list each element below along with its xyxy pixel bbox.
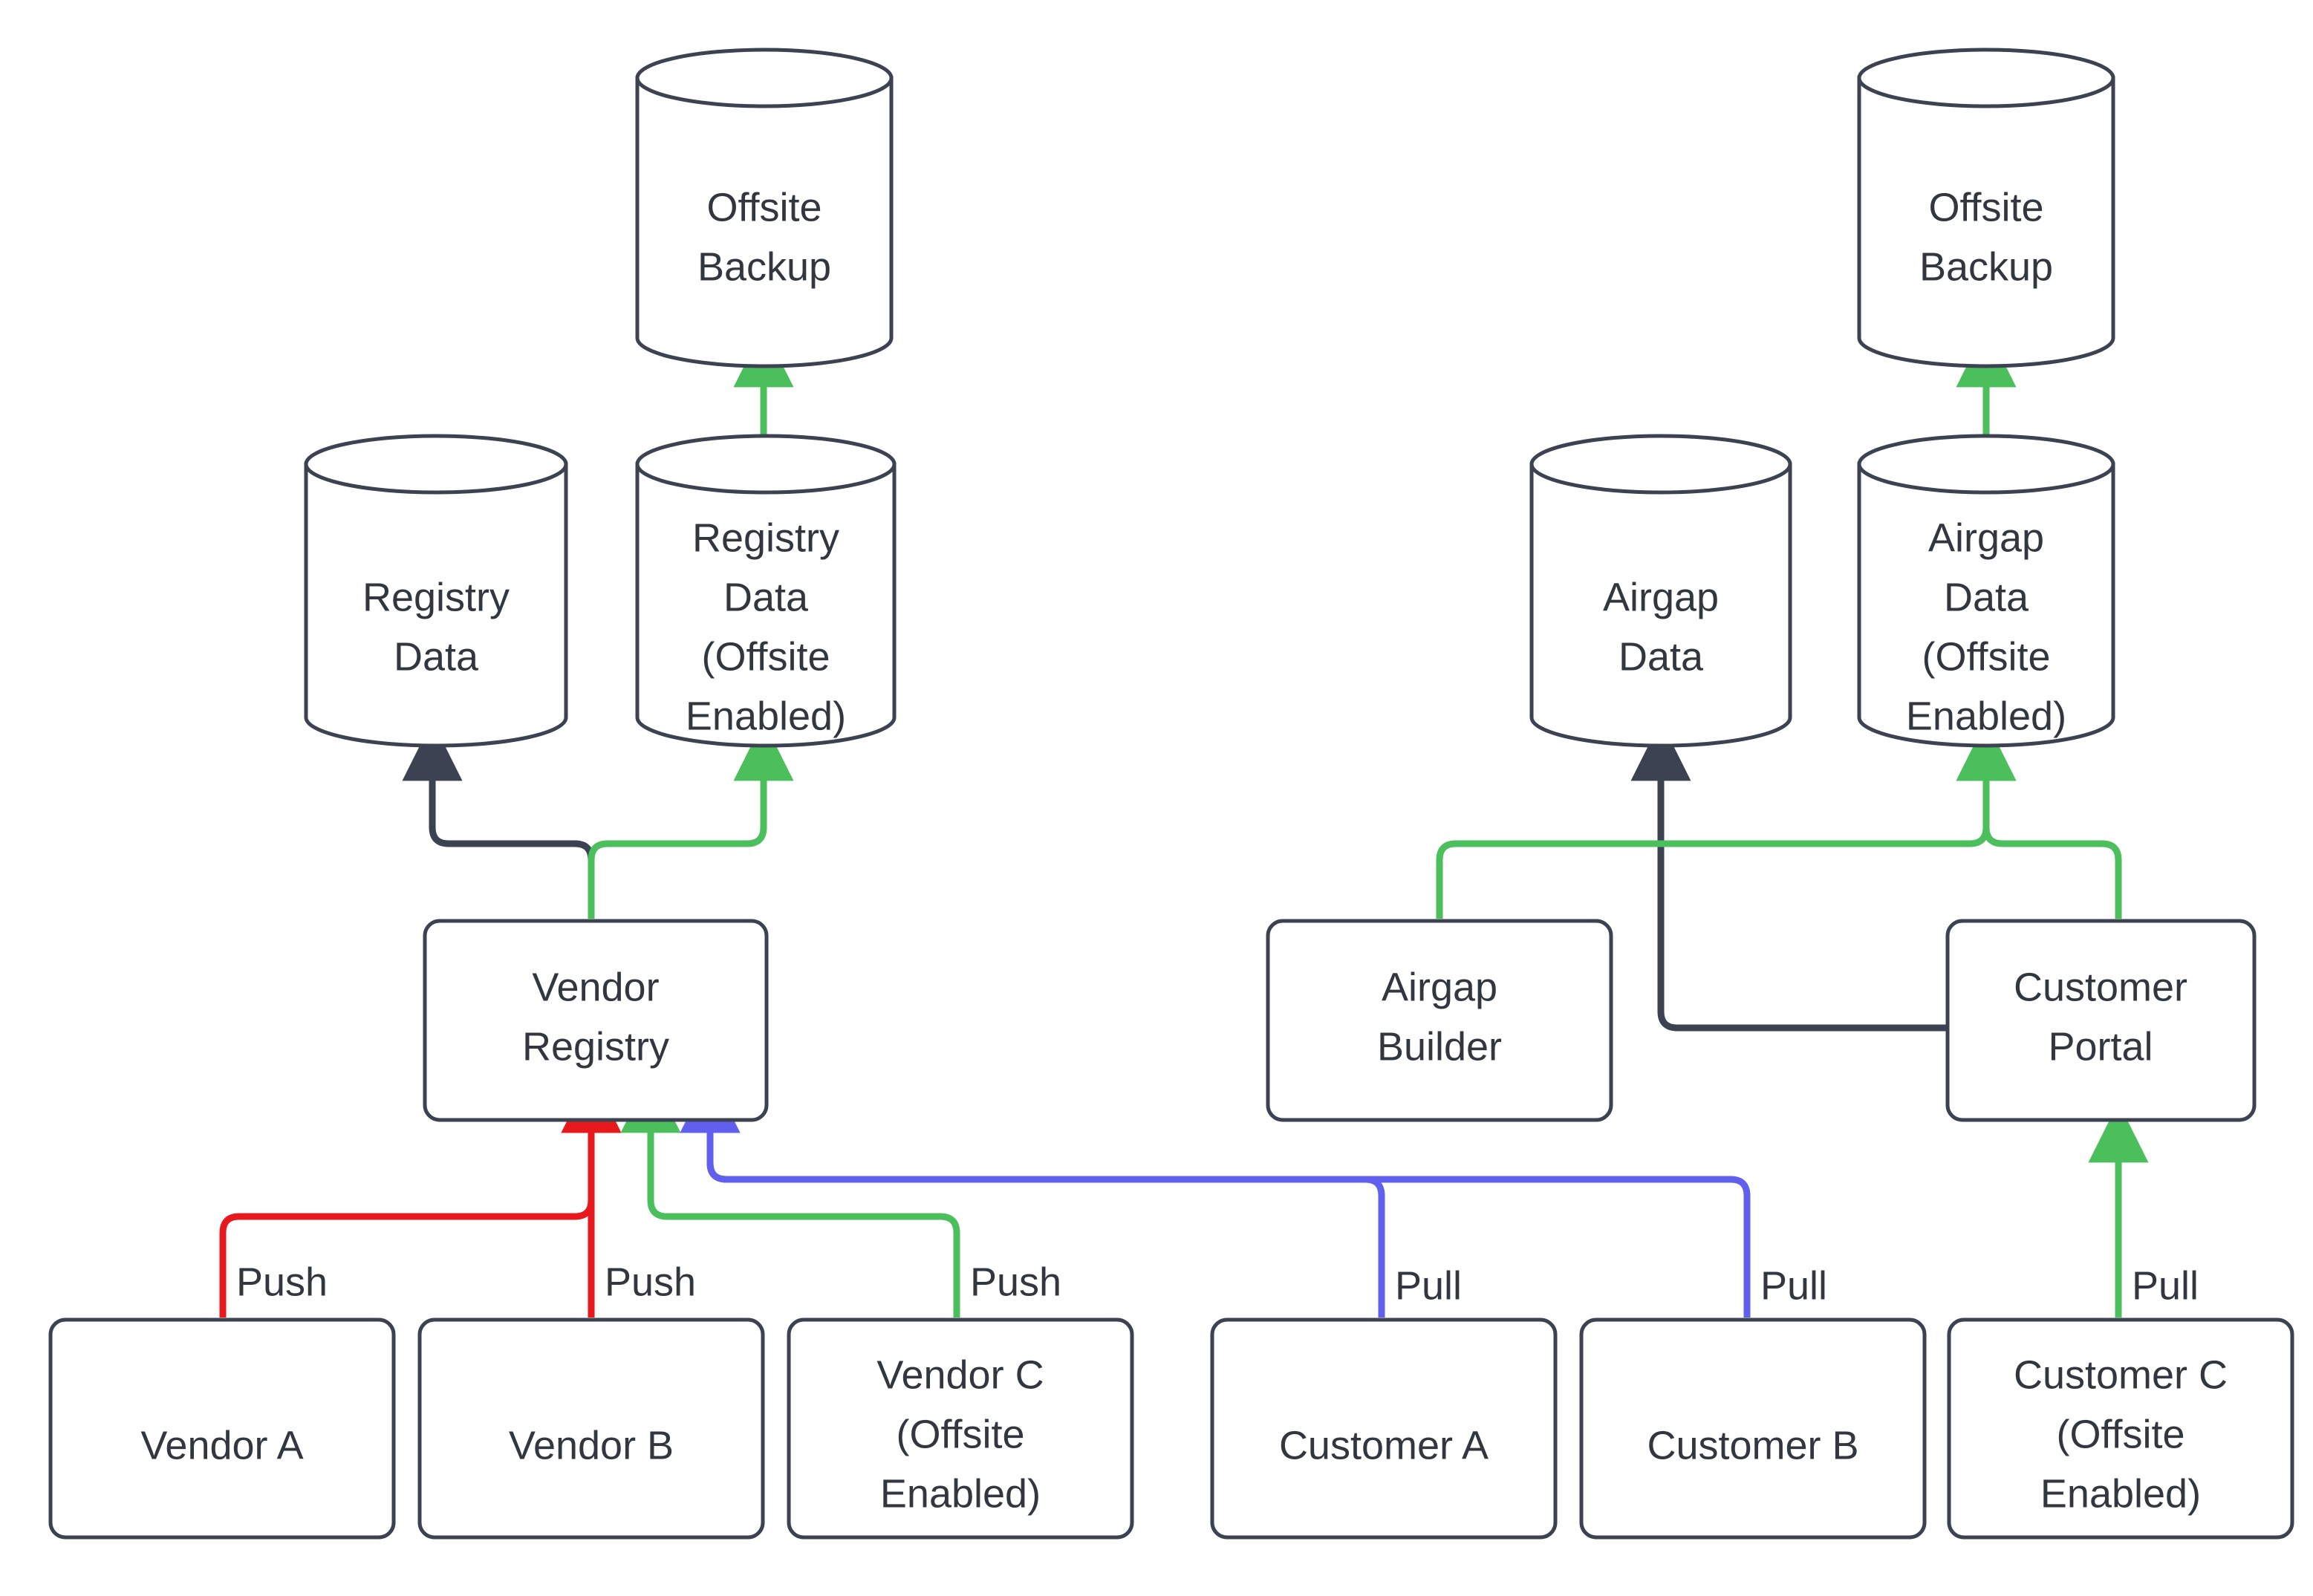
edge-airgap-builder-to-airgap-data-offsite: [1436, 720, 2017, 919]
edge-customer-b-pull: [680, 1072, 1751, 1317]
node-airgap-builder[interactable]: Airgap Builder: [1266, 919, 1613, 1122]
node-customer-b[interactable]: Customer B: [1579, 1317, 1927, 1540]
node-vendor-registry[interactable]: Vendor Registry: [423, 919, 769, 1122]
node-offsite-backup-right[interactable]: Offsite Backup: [1857, 48, 2115, 368]
edge-vendor-c-push: [620, 1072, 960, 1317]
node-vendor-b[interactable]: Vendor B: [417, 1317, 765, 1540]
edge-label-push-vendor-b: Push: [605, 1260, 696, 1304]
edge-label-push-vendor-c: Push: [970, 1260, 1061, 1304]
node-registry-data-offsite[interactable]: Registry Data (Offsite Enabled): [635, 434, 897, 748]
node-airgap-data-offsite[interactable]: Airgap Data (Offsite Enabled): [1857, 434, 2115, 748]
node-vendor-c[interactable]: Vendor C (Offsite Enabled): [787, 1317, 1134, 1540]
node-customer-a[interactable]: Customer A: [1210, 1317, 1558, 1540]
edge-customer-portal-to-airgap-data-offsite: [1956, 720, 2122, 919]
edge-label-pull-customer-b: Pull: [1760, 1263, 1827, 1308]
node-customer-c[interactable]: Customer C (Offsite Enabled): [1947, 1317, 2294, 1540]
edge-label-pull-customer-c: Pull: [2132, 1263, 2199, 1308]
edge-customer-portal-to-airgap-data: [1630, 720, 2256, 1032]
edge-label-pull-customer-a: Pull: [1395, 1263, 1462, 1308]
node-vendor-a[interactable]: Vendor A: [48, 1317, 396, 1540]
edge-vendor-registry-to-registry-data-offsite: [588, 720, 794, 919]
node-offsite-backup-left[interactable]: Offsite Backup: [635, 48, 894, 368]
node-registry-data[interactable]: Registry Data: [304, 434, 568, 748]
edge-label-push-vendor-a: Push: [236, 1260, 328, 1304]
node-airgap-data[interactable]: Airgap Data: [1529, 434, 1792, 748]
node-customer-portal[interactable]: Customer Portal: [1945, 919, 2257, 1122]
edge-vendor-registry-to-registry-data: [402, 720, 595, 919]
